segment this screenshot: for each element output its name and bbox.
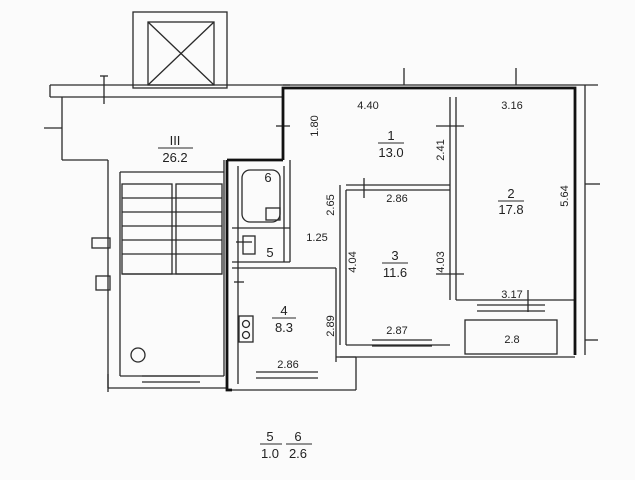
stair-column: [130, 347, 146, 363]
room-number: 2: [507, 186, 514, 201]
dimension-label: 2.89: [325, 315, 337, 336]
legend-number: 5: [266, 429, 273, 444]
elevator-shaft: [132, 11, 228, 89]
dimension-label: 2.41: [435, 139, 447, 160]
dimension-label: 3.16: [501, 100, 522, 112]
dimension-label: 1.25: [306, 232, 327, 244]
apartment-boundary: [281, 86, 577, 355]
room-area: 26.2: [162, 150, 187, 165]
dimension-label: 3.17: [501, 289, 522, 301]
legend-area: 1.0: [261, 446, 279, 461]
dimension-label: 4.40: [357, 100, 378, 112]
dimension-label: 2.8: [504, 334, 519, 346]
stair-rail-fixture: [95, 275, 111, 291]
room-area: 17.8: [498, 202, 523, 217]
bath-number: 6: [264, 170, 271, 185]
stove-burner: [241, 330, 251, 340]
dimension-label: 5.64: [559, 185, 571, 206]
room-area: 8.3: [275, 320, 293, 335]
dimension-label: 2.65: [325, 194, 337, 215]
wc-number: 5: [266, 245, 273, 260]
apartment-boundary-left: [225, 160, 232, 392]
balcony: [464, 319, 558, 355]
dimension-label: 4.03: [435, 251, 447, 272]
dimension-label: 2.87: [386, 325, 407, 337]
bathtub: [241, 169, 281, 223]
bath-sink: [265, 207, 281, 221]
stove: [238, 315, 254, 343]
stove-burner: [241, 319, 251, 329]
dimension-label: 4.04: [347, 251, 359, 272]
room-number: 1: [387, 128, 394, 143]
room-area: 11.6: [383, 265, 407, 280]
legend-number: 6: [294, 429, 301, 444]
stair-rail-fixture: [91, 237, 111, 249]
dimension-label: 1.80: [309, 115, 321, 136]
elevator-cross-2: [147, 21, 215, 86]
room-area: 13.0: [378, 145, 403, 160]
room-number: III: [170, 133, 181, 148]
dimension-label: 2.86: [277, 359, 298, 371]
room-number: 4: [280, 303, 287, 318]
toilet: [242, 235, 256, 255]
dimension-label: 2.86: [386, 193, 407, 205]
legend-area: 2.6: [289, 446, 307, 461]
room-number: 3: [391, 248, 398, 263]
